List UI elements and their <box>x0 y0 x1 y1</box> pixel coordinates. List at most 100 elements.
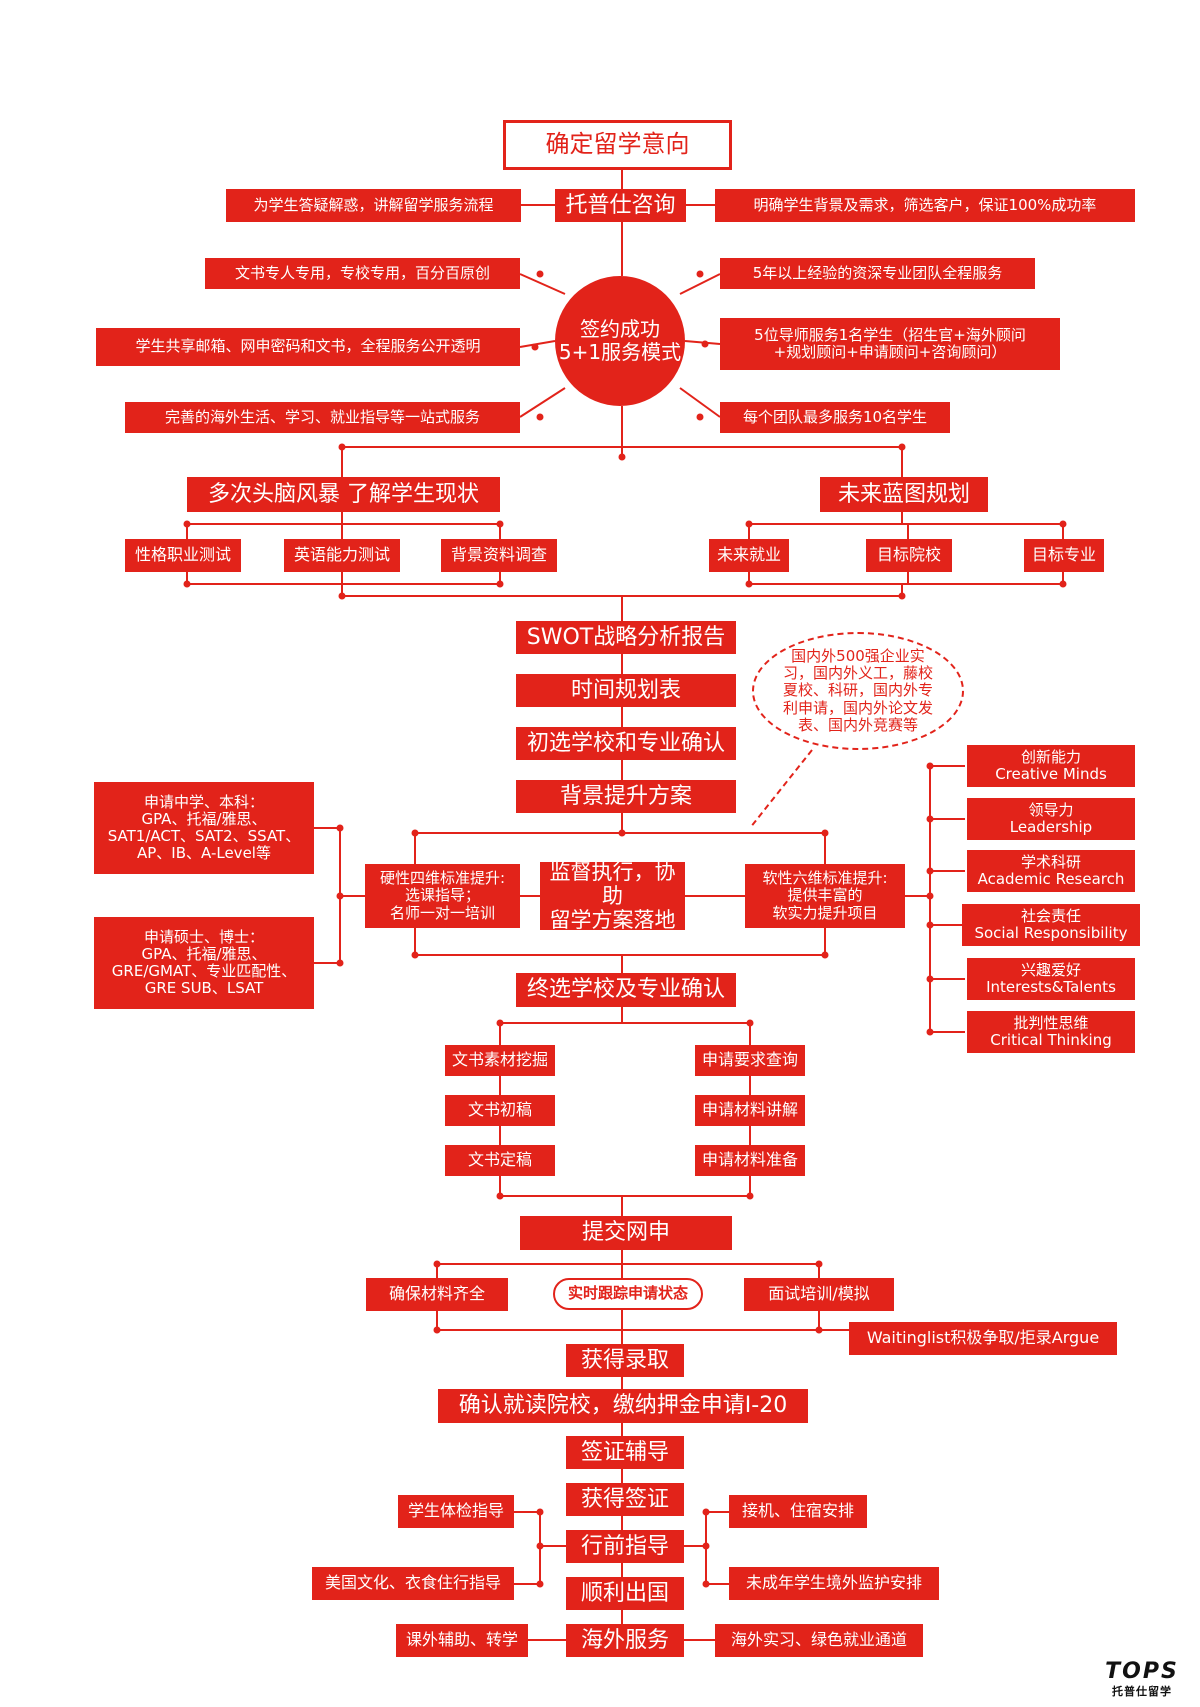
node-soft-5: 兴趣爱好 Interests&Talents <box>967 958 1135 1000</box>
node-brainstorm: 多次头脑风暴 了解学生现状 <box>187 477 500 512</box>
connector-dot-46 <box>745 580 753 588</box>
node-sign-right-2: 5位导师服务1名学生（招生官+海外顾问 +规划顾问+申请顾问+咨询顾问） <box>720 318 1060 370</box>
node-visa-obtained: 获得签证 <box>566 1483 684 1516</box>
connector-dot-76 <box>926 892 934 900</box>
connector-dot-33 <box>183 580 191 588</box>
connector-dot-80 <box>926 815 934 823</box>
connector-dot-142 <box>702 1508 710 1516</box>
node-supervise: 监督执行，协助 留学方案落地 <box>540 862 685 930</box>
node-submit-left: 确保材料齐全 <box>366 1278 508 1311</box>
node-hard-standard: 硬性四维标准提升: 选课指导； 名师一对一培训 <box>365 864 520 928</box>
connector-line-7 <box>519 387 566 418</box>
connector-dot-122 <box>433 1326 441 1334</box>
node-waitinglist: Waitinglist积极争取/拒录Argue <box>849 1322 1117 1355</box>
connector-dot-10 <box>696 270 704 278</box>
connector-dot-109 <box>746 1192 754 1200</box>
node-final-left-3: 文书定稿 <box>445 1145 555 1176</box>
node-admission: 获得录取 <box>566 1344 684 1377</box>
node-soft-6: 批判性思维 Critical Thinking <box>967 1011 1135 1053</box>
node-predeparture: 行前指导 <box>566 1530 684 1563</box>
connector-dot-6 <box>531 343 539 351</box>
connector-dot-14 <box>696 413 704 421</box>
node-confirm-intent: 确定留学意向 <box>503 120 732 170</box>
connector-dot-34 <box>496 580 504 588</box>
connector-line-9 <box>679 273 721 295</box>
connector-dot-86 <box>926 975 934 983</box>
node-final-right-3: 申请材料准备 <box>695 1145 805 1176</box>
node-confirm-school: 确认就读院校，缴纳押金申请I-20 <box>438 1389 808 1423</box>
node-final-right-2: 申请材料讲解 <box>695 1095 805 1126</box>
node-bubble-activities: 国内外500强企业实 习，国内外义工，藤校 夏校、科研，国内外专 利申请，国内外… <box>752 632 964 750</box>
node-final-left-2: 文书初稿 <box>445 1095 555 1126</box>
node-tail-left-1: 学生体检指导 <box>398 1495 514 1528</box>
connector-line-59 <box>749 749 813 829</box>
connector-dot-92 <box>411 951 419 959</box>
connector-dot-84 <box>926 921 934 929</box>
node-track-status: 实时跟踪申请状态 <box>553 1278 703 1310</box>
node-soft-2: 领导力 Leadership <box>967 798 1135 840</box>
node-brain-item-1: 性格职业测试 <box>125 539 241 572</box>
connector-dot-4 <box>536 270 544 278</box>
node-timeline: 时间规划表 <box>516 674 736 707</box>
node-tail-right-3: 海外实习、绿色就业通道 <box>715 1624 923 1657</box>
logo-subtitle: 托普仕留学 <box>1112 1685 1172 1698</box>
node-departure: 顺利出国 <box>566 1577 684 1610</box>
connector-dot-47 <box>1059 580 1067 588</box>
connector-dot-137 <box>536 1580 544 1588</box>
connector-line-13 <box>679 387 721 418</box>
node-sign-circle: 签约成功 5+1服务模式 <box>555 276 685 406</box>
connector-dot-143 <box>702 1542 710 1550</box>
node-swot: SWOT战略分析报告 <box>516 621 736 654</box>
node-exec-left-1: 申请中学、本科： GPA、托福/雅思、 SAT1/ACT、SAT2、SSAT、 … <box>94 782 314 874</box>
node-final-select: 终选学校及专业确认 <box>516 973 736 1007</box>
node-tail-left-3: 课外辅助、转学 <box>396 1624 528 1657</box>
node-brain-item-2: 英语能力测试 <box>284 539 400 572</box>
connector-dot-12 <box>701 340 709 348</box>
connector-dot-8 <box>536 413 544 421</box>
node-sign-left-2: 学生共享邮箱、网申密码和文书，全程服务公开透明 <box>96 328 520 366</box>
connector-dot-16 <box>618 453 626 461</box>
connector-line-3 <box>519 273 566 295</box>
node-preselect: 初选学校和专业确认 <box>516 727 736 760</box>
connector-dot-135 <box>536 1508 544 1516</box>
connector-dot-70 <box>336 824 344 832</box>
connector-dot-73 <box>336 892 344 900</box>
node-visa-guidance: 签证辅导 <box>566 1436 684 1469</box>
node-exec-left-2: 申请硕士、博士： GPA、托福/雅思、 GRE/GMAT、专业匹配性、 GRE … <box>94 917 314 1009</box>
connector-dot-136 <box>536 1542 544 1550</box>
connector-line-5 <box>519 340 556 348</box>
node-sign-left-1: 文书专人专用，专校专用，百分百原创 <box>205 258 520 289</box>
connector-dot-108 <box>496 1192 504 1200</box>
node-future-item-1: 未来就业 <box>709 539 789 572</box>
node-soft-3: 学术科研 Academic Research <box>967 850 1135 892</box>
connector-dot-78 <box>926 762 934 770</box>
connector-dot-71 <box>336 959 344 967</box>
node-brain-item-3: 背景资料调查 <box>441 539 557 572</box>
node-overseas-service: 海外服务 <box>566 1624 684 1657</box>
connector-dot-52 <box>898 592 906 600</box>
logo-mark: TOPS <box>1105 1659 1179 1684</box>
node-tail-left-2: 美国文化、衣食住行指导 <box>312 1567 514 1600</box>
connector-dot-93 <box>821 951 829 959</box>
node-consult-left: 为学生答疑解惑，讲解留学服务流程 <box>226 189 521 222</box>
node-future-item-2: 目标院校 <box>866 539 952 572</box>
connector-dot-123 <box>815 1326 823 1334</box>
node-soft-1: 创新能力 Creative Minds <box>967 745 1135 787</box>
node-sign-right-1: 5年以上经验的资深专业团队全程服务 <box>720 258 1035 289</box>
node-soft-4: 社会责任 Social Responsibility <box>962 904 1140 946</box>
tops-logo: TOPS 托普仕留学 <box>1092 1661 1192 1699</box>
node-consult-right: 明确学生背景及需求，筛选客户，保证100%成功率 <box>715 189 1135 222</box>
node-consult: 托普仕咨询 <box>555 189 686 222</box>
node-sign-right-3: 每个团队最多服务10名学生 <box>720 402 950 433</box>
connector-dot-82 <box>926 867 934 875</box>
connector-dot-51 <box>338 592 346 600</box>
node-sign-left-3: 完善的海外生活、学习、就业指导等一站式服务 <box>125 402 520 433</box>
node-submit: 提交网申 <box>520 1216 732 1250</box>
node-soft-standard: 软性六维标准提升: 提供丰富的 软实力提升项目 <box>745 864 905 928</box>
node-submit-right: 面试培训/模拟 <box>744 1278 894 1311</box>
node-future: 未来蓝图规划 <box>820 477 988 512</box>
node-future-item-3: 目标专业 <box>1024 539 1104 572</box>
connector-dot-144 <box>702 1580 710 1588</box>
